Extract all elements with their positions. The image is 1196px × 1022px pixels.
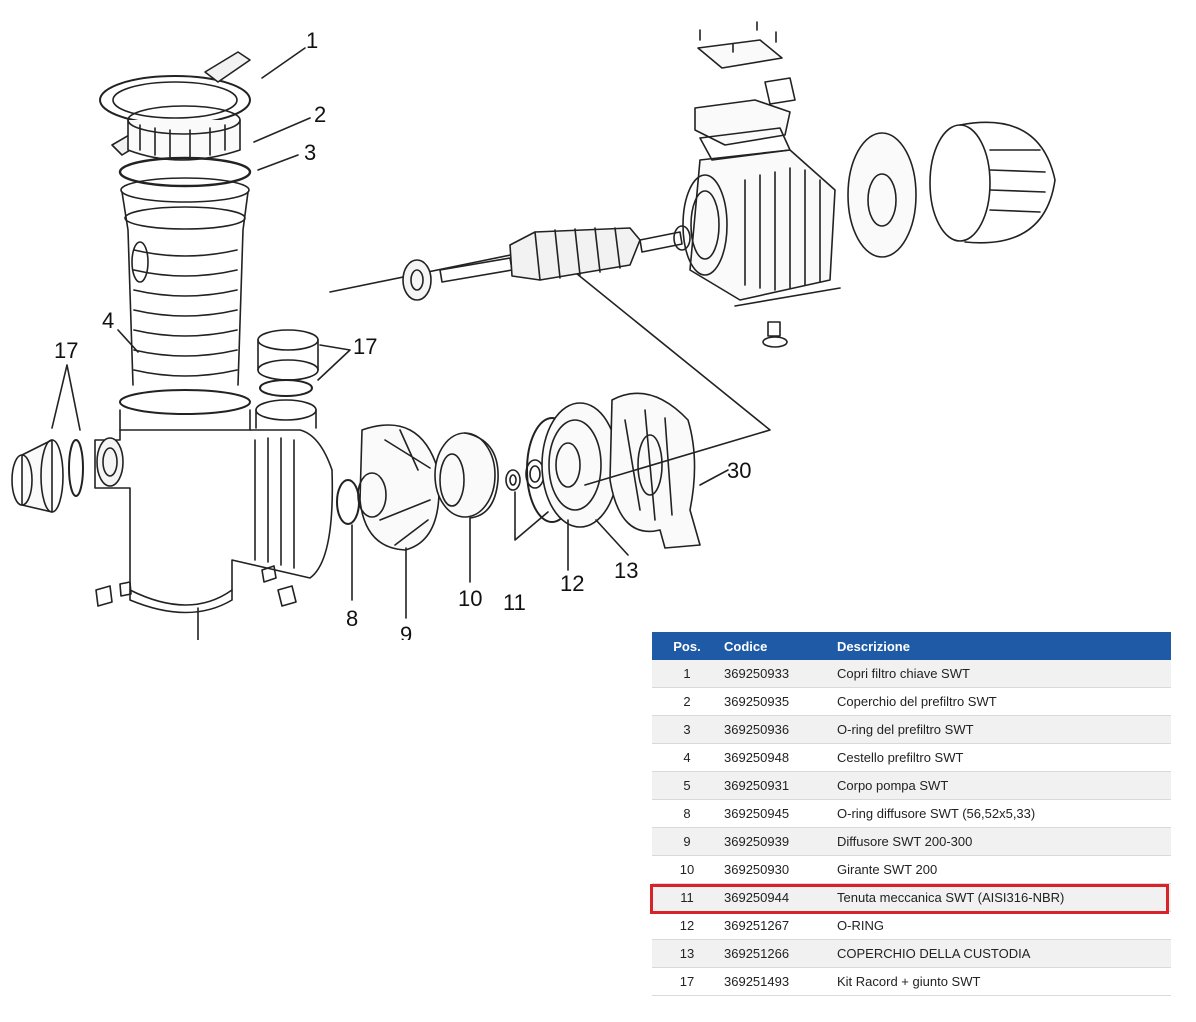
row-pos: 2 [652,687,722,716]
row-code: 369250933 [722,660,837,688]
tie-rod-part [734,287,841,307]
impeller-part [434,432,499,519]
motor-flange-part [609,392,701,549]
union-kit-left-part [11,439,84,513]
exploded-pump-diagram: 1 2 3 4 17 17 5 8 9 10 11 12 13 30 [11,21,1056,640]
row-pos: 10 [652,855,722,884]
row-pos: 3 [652,715,722,744]
motor-assembly-plane [329,247,771,486]
callout-9: 9 [400,622,412,640]
row-code: 369250936 [722,715,837,744]
callout-10: 10 [458,586,482,611]
row-code: 369251266 [722,939,837,968]
row-code: 369250935 [722,687,837,716]
callout-11: 11 [503,590,526,615]
motor-fan-part [847,121,1056,258]
row-description: COPERCHIO DELLA CUSTODIA [837,939,1171,968]
header-code: Codice [722,632,837,660]
header-pos: Pos. [652,632,722,660]
row-description: Coperchio del prefiltro SWT [837,687,1171,716]
row-code: 369250939 [722,827,837,856]
parts-table-header: Pos. Codice Descrizione [652,632,1171,660]
pump-body-part [94,389,334,614]
rotor-shaft-part [439,225,691,283]
callout-3: 3 [304,140,316,165]
diffuser-part [357,424,440,551]
plug-part [762,321,788,348]
prefilter-lid-part [127,105,241,161]
row-code: 369250930 [722,855,837,884]
row-pos: 12 [652,911,722,940]
row-description: Copri filtro chiave SWT [837,660,1171,688]
row-code: 369250931 [722,771,837,800]
prefilter-basket-part [120,177,250,386]
row-description: Kit Racord + giunto SWT [837,967,1171,996]
callout-8: 8 [346,606,358,631]
row-pos: 1 [652,660,722,688]
callout-30: 30 [727,458,751,483]
row-description: Girante SWT 200 [837,855,1171,884]
header-description: Descrizione [837,632,1171,660]
row-description: O-ring diffusore SWT (56,52x5,33) [837,799,1171,828]
terminal-box-part [694,21,796,161]
callout-12: 12 [560,571,584,596]
row-code: 369250944 [722,883,837,912]
row-code: 369250948 [722,743,837,772]
row-description: Diffusore SWT 200-300 [837,827,1171,856]
row-pos: 17 [652,967,722,996]
row-code: 369251267 [722,911,837,940]
row-pos: 13 [652,939,722,968]
mechanical-seal-part [505,459,545,491]
union-kit-right-part [255,329,319,429]
callout-13: 13 [614,558,638,583]
row-pos: 9 [652,827,722,856]
row-pos: 8 [652,799,722,828]
callout-2: 2 [314,102,326,127]
row-description: Tenuta meccanica SWT (AISI316-NBR) [837,883,1171,912]
motor-housing-part [682,149,836,301]
row-pos: 11 [652,883,722,912]
leader-lines [51,47,729,640]
callout-4: 4 [102,308,114,333]
callout-1: 1 [306,28,318,53]
row-code: 369250945 [722,799,837,828]
housing-cover-part [541,402,619,528]
callout-17-right: 17 [353,334,377,359]
row-description: Corpo pompa SWT [837,771,1171,800]
callout-17-left: 17 [54,338,78,363]
row-pos: 5 [652,771,722,800]
row-code: 369251493 [722,967,837,996]
prefilter-oring-part [118,156,252,188]
diffuser-oring-part [336,479,360,525]
row-description: O-RING [837,911,1171,940]
row-pos: 4 [652,743,722,772]
bearing-part [402,259,432,301]
row-description: O-ring del prefiltro SWT [837,715,1171,744]
row-description: Cestello prefiltro SWT [837,743,1171,772]
callout-labels: 1 2 3 4 17 17 5 8 9 10 11 12 13 30 [54,28,751,640]
